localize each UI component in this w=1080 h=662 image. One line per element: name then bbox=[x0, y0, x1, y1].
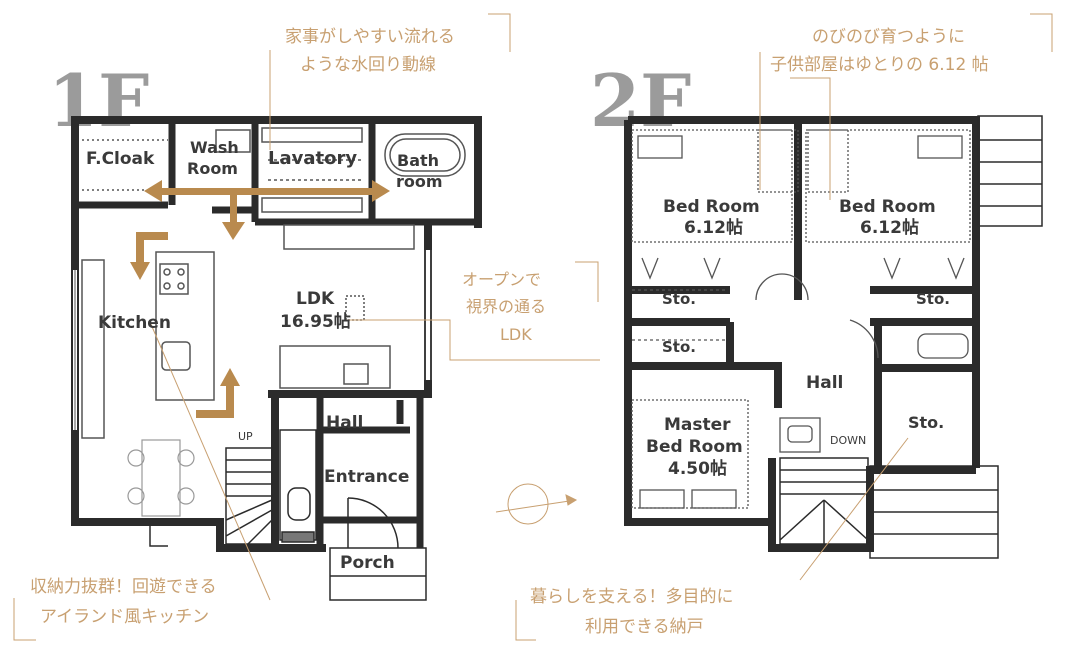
circulation-arrows-1f bbox=[130, 180, 390, 418]
annotation-island-1: 収納力抜群！回遊できる bbox=[30, 577, 217, 597]
room-label-master-1: Master bbox=[664, 415, 731, 435]
stairs-1f bbox=[225, 429, 317, 545]
room-label-hall-2f: Hall bbox=[806, 373, 843, 393]
room-label-bath-1: Bath bbox=[397, 151, 439, 170]
annotation-housework-1: 家事がしやすい流れる bbox=[285, 27, 455, 47]
room-label-kitchen: Kitchen bbox=[98, 313, 171, 333]
floor-1f: 1F bbox=[13, 13, 600, 641]
room-label-ldk: LDK bbox=[296, 289, 335, 309]
annotation-housework-2: ような水回り動線 bbox=[300, 55, 436, 75]
dining-table bbox=[127, 439, 195, 517]
room-label-ldk-size: 16.95帖 bbox=[280, 311, 351, 332]
stairs-2f bbox=[779, 115, 1043, 559]
room-label-hall-1f: Hall bbox=[326, 413, 363, 433]
stairs-down-label: DOWN bbox=[830, 434, 866, 447]
room-label-lavatory: Lavatory bbox=[268, 148, 357, 169]
annotations: 家事がしやすい流れる ような水回り動線 のびのび育つように 子供部屋はゆとりの … bbox=[30, 27, 989, 637]
annotation-open-2: 視界の通る bbox=[466, 297, 546, 316]
room-label-wash-2: Room bbox=[187, 159, 238, 178]
floor-2f: 2F bbox=[495, 13, 1053, 641]
room-label-wash-1: Wash bbox=[190, 138, 239, 157]
room-label-sto-middle: Sto. bbox=[662, 338, 696, 356]
annotation-kids-1: のびのび育つように bbox=[812, 27, 965, 47]
annotation-open-3: LDK bbox=[500, 325, 532, 344]
callout-lines-1f bbox=[13, 13, 600, 641]
room-label-porch: Porch bbox=[340, 553, 395, 573]
porch bbox=[149, 497, 427, 601]
room-label-sto-left: Sto. bbox=[662, 290, 696, 308]
annotation-storage-2: 利用できる納戸 bbox=[585, 617, 704, 637]
room-label-bedroom-right: Bed Room bbox=[839, 197, 936, 217]
room-label-master-size: 4.50帖 bbox=[668, 458, 727, 479]
walls-2f bbox=[624, 116, 980, 552]
floor-2f-label: 2F bbox=[590, 58, 691, 143]
room-label-sto-right: Sto. bbox=[916, 290, 950, 308]
room-label-bedroom-right-size: 6.12帖 bbox=[860, 217, 919, 238]
stairs-up-label: UP bbox=[238, 430, 253, 443]
room-label-f-cloak: F.Cloak bbox=[86, 149, 155, 169]
details-2f bbox=[631, 129, 971, 509]
annotation-kids-2: 子供部屋はゆとりの 6.12 帖 bbox=[770, 55, 989, 75]
room-label-entrance: Entrance bbox=[324, 467, 409, 487]
room-label-bath-2: room bbox=[396, 172, 443, 191]
floor-1f-label: 1F bbox=[48, 58, 149, 143]
compass-icon bbox=[495, 483, 578, 525]
callout-lines-2f bbox=[515, 13, 1053, 641]
kitchen-island bbox=[155, 251, 215, 401]
annotation-island-2: アイランド風キッチン bbox=[40, 607, 209, 627]
annotation-storage-1: 暮らしを支える！多目的に bbox=[530, 587, 734, 607]
room-label-bedroom-left: Bed Room bbox=[663, 197, 760, 217]
room-label-sto-big: Sto. bbox=[908, 413, 944, 432]
annotation-open-1: オープンで bbox=[462, 270, 541, 289]
details-1f bbox=[73, 127, 466, 439]
room-label-master-2: Bed Room bbox=[646, 437, 743, 457]
room-label-bedroom-left-size: 6.12帖 bbox=[684, 217, 743, 238]
